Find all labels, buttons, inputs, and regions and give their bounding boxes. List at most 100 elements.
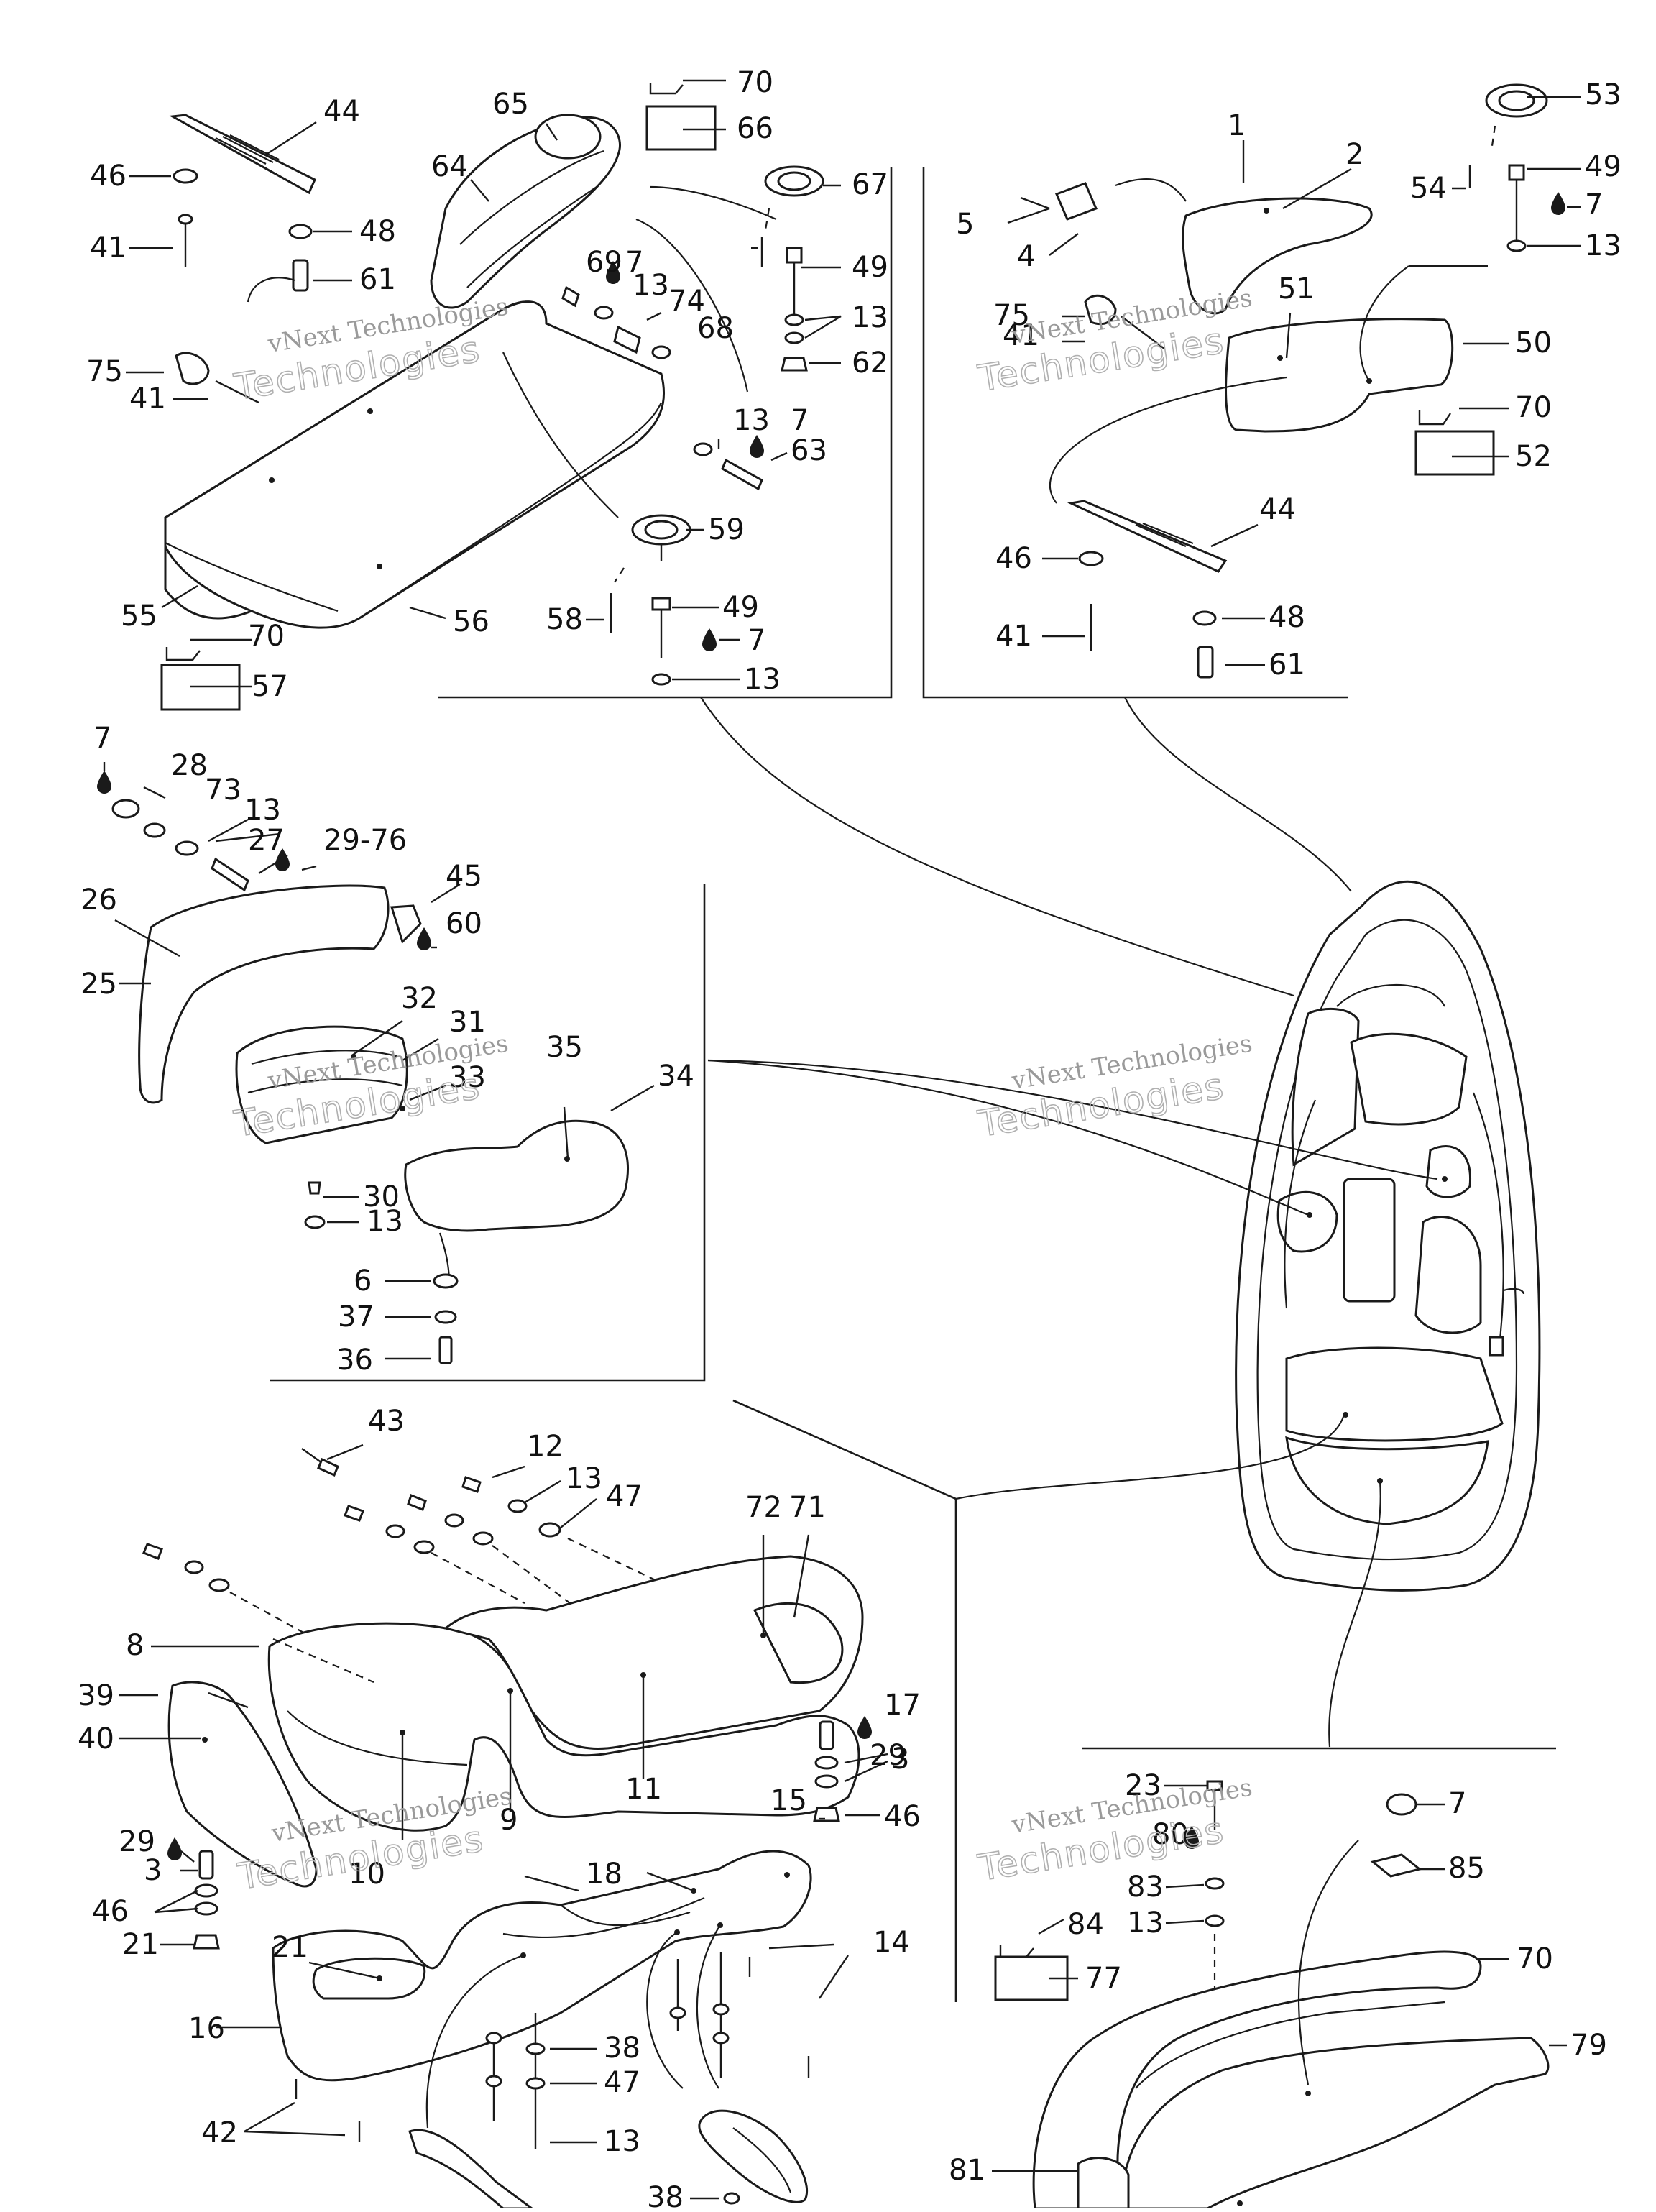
callout-number: 72 (745, 1491, 782, 1524)
callout-number: 37 (338, 1300, 374, 1334)
callout-number: 60 (446, 907, 482, 940)
callout-number: 13 (1585, 229, 1622, 262)
callout-number: 64 (431, 150, 468, 183)
callout-number: 13 (367, 1205, 403, 1238)
callout-number: 16 (188, 2012, 225, 2045)
callout-number: 7 (625, 246, 643, 279)
callout-number: 81 (949, 2154, 985, 2187)
callout-number: 21 (122, 1928, 159, 1961)
callout-number: 62 (852, 347, 888, 380)
callout-number: 13 (852, 301, 888, 334)
callout-number: 38 (647, 2181, 684, 2208)
callout-number: 41 (1003, 319, 1039, 352)
callout-number: 70 (1515, 391, 1552, 424)
backrest-pad (1225, 318, 1454, 433)
callout-number: 30 (363, 1180, 400, 1213)
callout-number: 41 (995, 620, 1032, 653)
callout-number: 7 (1448, 1787, 1466, 1820)
callout-number: 63 (791, 434, 827, 467)
callout-number: 7 (748, 624, 765, 657)
callout-number: 49 (1585, 150, 1622, 183)
callout-number: 83 (1127, 1871, 1164, 1904)
callout-number: 13 (566, 1462, 602, 1495)
callout-number: 26 (80, 884, 117, 917)
callout-number: 46 (884, 1800, 921, 1833)
callout-number: 55 (121, 600, 157, 633)
callout-number: 2 (1346, 138, 1363, 171)
callout-number: 74 (668, 285, 705, 318)
watermark: vNext Technologies Technologies (975, 1773, 1254, 1890)
callout-number: 48 (1269, 601, 1305, 634)
callout-number: 18 (586, 1858, 622, 1891)
callout-number: 38 (604, 2032, 640, 2065)
callout-number: 36 (336, 1344, 373, 1377)
callout-number: 70 (248, 620, 285, 653)
callout-number: 13 (744, 663, 781, 696)
callout-number: 61 (1269, 648, 1305, 682)
callout-number: 34 (658, 1060, 694, 1093)
section-frames (270, 167, 1556, 2002)
callout-number: 3 (144, 1854, 162, 1887)
callout-number: 75 (86, 355, 123, 388)
callout-number: 45 (446, 860, 482, 893)
callout-number: 12 (527, 1430, 564, 1463)
callout-number: 11 (625, 1773, 662, 1806)
callout-number: 28 (171, 749, 208, 782)
callout-number: 77 (1085, 1962, 1122, 1995)
callout-number: 80 (1152, 1818, 1189, 1851)
callout-number: 17 (884, 1689, 921, 1722)
callout-number: 46 (995, 542, 1032, 575)
callout-number: 44 (1259, 493, 1296, 526)
callout-number: 13 (632, 269, 669, 302)
callout-number: 35 (546, 1031, 583, 1064)
callout-number: 58 (546, 603, 583, 636)
callout-number: 47 (604, 2066, 640, 2099)
callout-number: 66 (737, 112, 773, 145)
front-seat-group (160, 83, 824, 711)
callout-number: 79 (1570, 2029, 1607, 2062)
callout-number: 7 (93, 722, 111, 755)
callout-number: 29-76 (323, 824, 407, 857)
callout-number: 71 (789, 1491, 826, 1524)
callout-number: 33 (449, 1061, 486, 1094)
callout-number: 59 (708, 513, 745, 546)
callout-number: 29 (119, 1825, 155, 1858)
callout-number: 6 (354, 1265, 372, 1298)
connector-lines (700, 697, 1438, 1748)
seat-side-panel (167, 1681, 318, 1888)
callout-number: 67 (852, 168, 888, 201)
callout-number: 46 (92, 1895, 129, 1928)
callout-number: 47 (606, 1480, 643, 1513)
callout-number: 50 (1515, 326, 1552, 359)
bench-seat-group (142, 1448, 864, 2210)
callout-number: 57 (252, 670, 288, 703)
seat-strap (169, 114, 316, 195)
callout-number: 54 (1410, 172, 1447, 205)
callout-number: 25 (80, 968, 117, 1001)
callout-number: 3 (891, 1743, 909, 1776)
callout-number: 69 (586, 246, 622, 279)
seat-cushion-top (164, 300, 666, 629)
callout-number: 43 (368, 1405, 405, 1438)
callout-number: 23 (1125, 1769, 1162, 1802)
callout-number: 70 (737, 66, 773, 99)
callout-number: 49 (722, 591, 759, 624)
callout-number: 42 (201, 2116, 238, 2149)
console-pad (404, 1119, 629, 1232)
storage-lid-group (994, 1780, 1550, 2210)
callout-number: 13 (852, 301, 888, 334)
callout-number: 13 (244, 794, 281, 827)
callout-number: 4 (1017, 240, 1035, 273)
callout-leaders (103, 79, 1581, 2200)
callout-number: 84 (1067, 1908, 1104, 1941)
callout-number: 32 (401, 982, 438, 1015)
rear-backrest-group (1020, 83, 1548, 679)
callout-number: 56 (453, 605, 489, 638)
callout-number: 21 (272, 1931, 308, 1964)
callout-number: 52 (1515, 440, 1552, 473)
callout-number: 51 (1278, 272, 1315, 306)
callout-number: 85 (1448, 1852, 1485, 1885)
callout-number: 41 (129, 382, 166, 416)
